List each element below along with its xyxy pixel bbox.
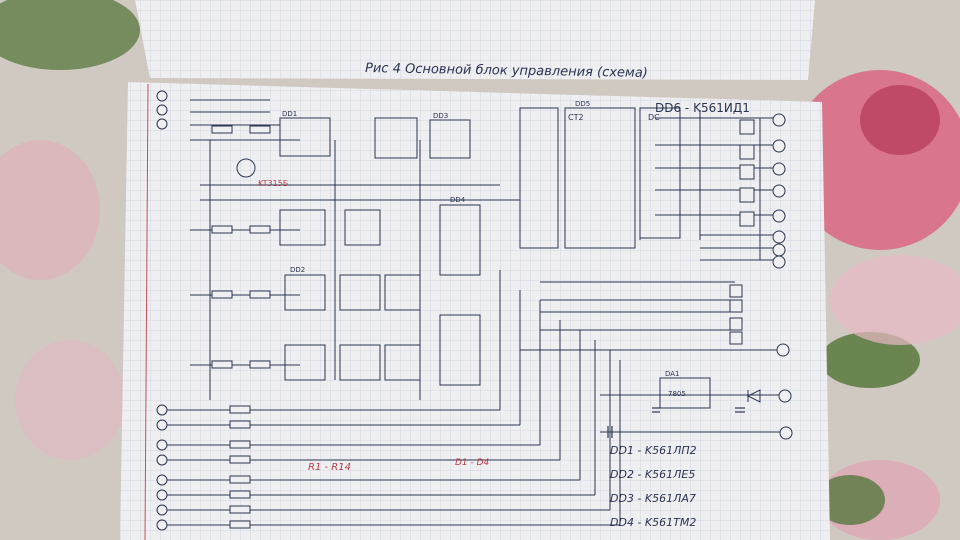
bom-line: DD3 - K561ЛА7	[610, 492, 696, 505]
chip-label-dd1: DD1	[282, 110, 297, 118]
chip-label-group: DD1 DD2 DD3 DD4 DD5 CT2 DC DA1 7805	[282, 100, 686, 398]
chip-label-ct2: CT2	[568, 113, 584, 122]
bom-line: DD4 - K561ТМ2	[610, 516, 696, 529]
resistor-group-label: R1 - R14	[308, 462, 351, 473]
schematic-chips	[279, 107, 711, 409]
transistor-symbol	[236, 158, 256, 178]
schematic-resistors	[211, 125, 271, 529]
diode-group-label: D1 - D4	[455, 458, 490, 468]
bom-line: DD2 - K561ЛЕ5	[610, 468, 695, 481]
bom-line: DD1 - K561ЛП2	[610, 444, 697, 457]
chip-label-dd5: DD5	[575, 100, 590, 108]
capacitor-symbols	[607, 407, 745, 438]
chip-label-dd2: DD2	[290, 266, 305, 274]
power-diode	[746, 389, 761, 403]
output-letter-boxes	[729, 119, 755, 345]
bom-list: DD1 - K561ЛП2 DD2 - K561ЛЕ5 DD3 - K561ЛА…	[610, 444, 697, 529]
chip-label-dc: DC	[648, 113, 660, 122]
transistor-label: KT315Б	[258, 179, 288, 188]
chip-label-da1: DA1	[665, 370, 680, 378]
schematic-caption: Рис 4 Основной блок управления (схема)	[365, 61, 648, 81]
chip-label-dd3: DD3	[433, 112, 448, 120]
chip-label-dd4: DD4	[450, 196, 466, 204]
decoder-label: DD6 - K561ИД1	[655, 101, 750, 115]
input-terminals	[156, 90, 168, 531]
output-terminals	[772, 113, 793, 440]
chip-label-7805: 7805	[668, 390, 686, 398]
